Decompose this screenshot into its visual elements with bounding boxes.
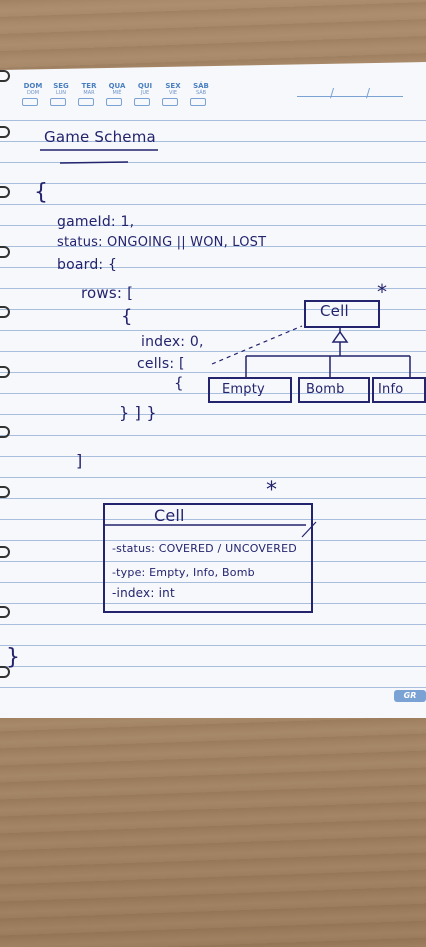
cell-class-detail-name: Cell (154, 506, 185, 525)
status-attribute: -status: COVERED / UNCOVERED (112, 542, 297, 555)
close-all-brace: } (6, 645, 21, 670)
date-slash: / (366, 86, 371, 100)
date-slash: / (330, 86, 335, 100)
index-attribute: -index: int (112, 586, 175, 600)
status-line: status: ONGOING || WON, LOST (57, 235, 267, 250)
rows-line: rows: [ (81, 284, 134, 302)
board-line: board: { (57, 257, 118, 273)
brand-logo: GR (394, 690, 426, 702)
cell-class-detail-star: * (266, 478, 278, 503)
open-brace: { (34, 180, 49, 205)
index-line: index: 0, (141, 334, 204, 350)
row-open-brace: { (121, 306, 133, 327)
bomb-class-box (298, 377, 370, 403)
close-rows-bracket: ] (76, 451, 83, 470)
cell-star: * (377, 280, 388, 304)
cell-class-box (304, 300, 380, 328)
cells-line: cells: [ (137, 356, 185, 372)
info-class-box (372, 377, 426, 403)
cell-class-label: Cell (320, 302, 349, 320)
type-attribute: -type: Empty, Info, Bomb (112, 566, 255, 579)
game-id-line: gameId: 1, (57, 214, 135, 230)
info-class-label: Info (378, 382, 404, 397)
close-cells-line: } ] } (119, 403, 157, 422)
empty-class-box (208, 377, 292, 403)
bomb-class-label: Bomb (306, 382, 345, 397)
empty-class-label: Empty (222, 382, 265, 397)
cell-open-brace: { (174, 374, 184, 392)
note-title: Game Schema (44, 128, 156, 146)
date-line (297, 96, 403, 97)
cell-class-detail-box (103, 503, 313, 613)
notebook-page (0, 62, 426, 718)
